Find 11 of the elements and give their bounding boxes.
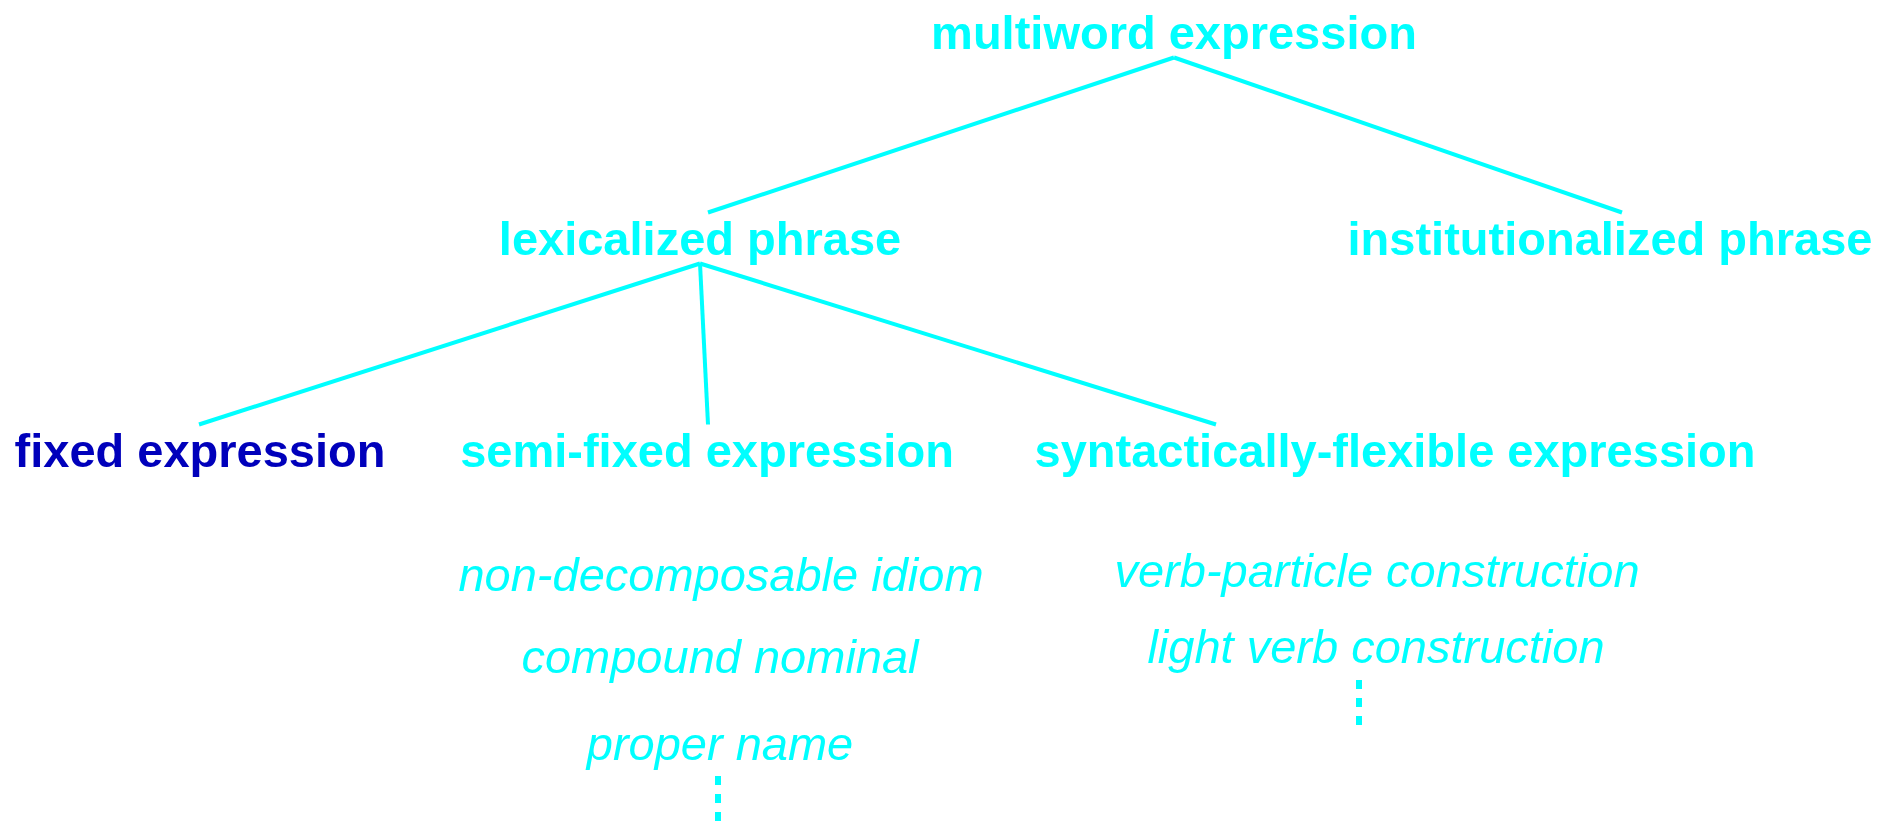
category-label: syntactically-flexible expression [1030, 424, 1760, 476]
tree-branch-line [698, 263, 710, 425]
category-label: lexicalized phrase [494, 212, 906, 264]
tree-branch-line [198, 261, 701, 427]
category-label: fixed expression [10, 424, 390, 476]
tree-branch-line [1173, 55, 1623, 215]
tree-branch-line [699, 261, 1217, 427]
tree-branch-line [707, 55, 1175, 215]
category-label: multiword expression [927, 6, 1421, 58]
category-label: semi-fixed expression [456, 424, 958, 476]
category-label: institutionalized phrase [1343, 212, 1877, 264]
